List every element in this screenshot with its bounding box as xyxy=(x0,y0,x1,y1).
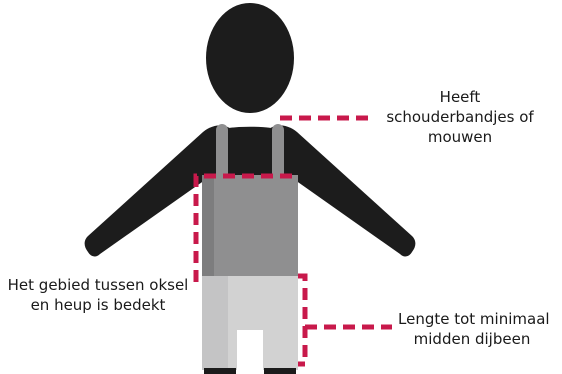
figure-head xyxy=(206,3,294,113)
length-label: Lengte tot minimaal midden dijbeen xyxy=(398,309,546,349)
length-dashed-marker xyxy=(298,276,305,364)
length-label-line2: midden dijbeen xyxy=(398,329,546,349)
torso-label-line1: Het gebied tussen oksel xyxy=(0,275,196,295)
torso-label-line2: en heup is bedekt xyxy=(0,295,196,315)
shorts-shading xyxy=(202,276,228,370)
top-garment xyxy=(202,175,298,276)
left-leg xyxy=(204,368,236,374)
length-label-line1: Lengte tot minimaal xyxy=(398,309,546,329)
straps-label-line3: mouwen xyxy=(380,127,540,147)
top-garment-shading xyxy=(202,175,214,276)
right-leg xyxy=(264,368,296,374)
straps-label-line2: schouderbandjes of xyxy=(380,107,540,127)
straps-label-line1: Heeft xyxy=(380,87,540,107)
torso-label: Het gebied tussen oksel en heup is bedek… xyxy=(0,275,196,315)
straps-label: Heeft schouderbandjes of mouwen xyxy=(380,87,540,147)
